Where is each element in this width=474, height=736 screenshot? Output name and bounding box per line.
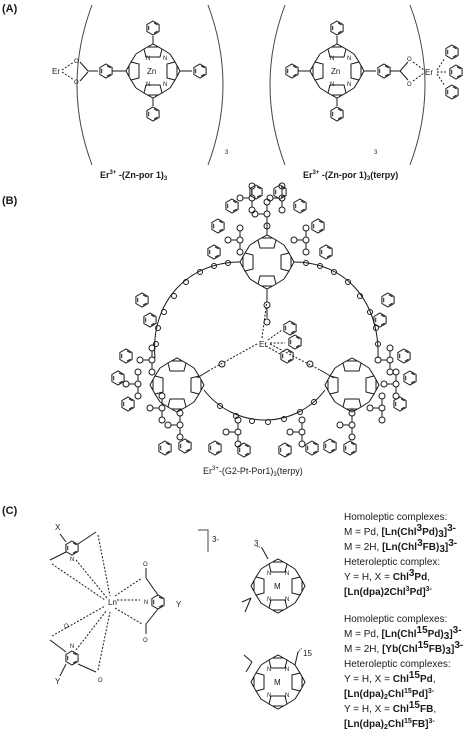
pyridine-n1: N [70, 557, 74, 563]
right-o1: O [407, 57, 412, 63]
terpy-ligand [436, 44, 463, 100]
left-caption: Er3+ -(Zn-por 1)3 [100, 170, 168, 182]
right-multiplier: 3 [374, 150, 378, 156]
right-paren-open [269, 4, 286, 166]
block1-line3: Y = H, X = Chl3Pd, [344, 568, 430, 583]
chlorin15-n2: N [285, 667, 289, 673]
panel-b-caption: Er3+-(G2-Pt-Por1)3(terpy) [203, 466, 303, 478]
top-porphyrin [239, 234, 295, 290]
panel-b-label: (B) [2, 195, 18, 207]
panel-c-text-block-1: Homoleptic complexes: M = Pd, [Ln(Chl3Pd… [344, 512, 457, 598]
carboxylate-o2: O [74, 80, 79, 86]
right-caption: Er3+ -(Zn-por 1)3(terpy) [303, 170, 398, 182]
block1-hetero-heading: Heteroleptic complex: [344, 557, 440, 568]
block1-line4: [Ln(dpa)2Chl3Pd]3- [344, 586, 433, 598]
x-label-top: X [55, 523, 61, 532]
panel-c-text-block-2: Homoleptic complexes: M = Pd, [Ln(Chl15P… [344, 614, 463, 731]
ln-atom: Ln [108, 598, 117, 607]
o-right-b: O [143, 638, 148, 644]
y-label-right: Y [176, 600, 182, 609]
block2-line4: [Ln(dpa)2Chl15Pd]3- [344, 688, 435, 701]
arm-beads [153, 260, 381, 425]
panel-b-er-atom: Er [259, 340, 267, 349]
carboxylate-o1: O [74, 59, 79, 65]
o-right-a: O [143, 562, 148, 568]
o-lower-a: O [64, 624, 69, 630]
chlorin3-m: M [274, 582, 281, 591]
chlorin15-n4: N [285, 693, 289, 699]
block1-line2: M = 2H, [Ln(Chl3FB)3]3- [344, 538, 457, 555]
right-zn-atom: Zn [331, 67, 340, 76]
block2-hetero-heading: Heteroleptic complexes: [344, 659, 451, 670]
panel-c-chlorin-15: M N N N N 15 [243, 647, 312, 710]
chlorin15-n3: N [267, 693, 271, 699]
left-n4: N [163, 82, 167, 88]
right-o2: O [407, 82, 412, 88]
panel-a-left-complex: 3 Er O O Zn N N N N Er3+ -(Zn-por 1)3 [52, 4, 229, 182]
block2-line5: Y = H, X = Chl15FB, [344, 700, 436, 715]
right-porphyrin [324, 357, 380, 413]
right-n3: N [330, 82, 334, 88]
block2-line3: Y = H, X = Chl15Pd, [344, 670, 436, 685]
left-n1: N [146, 56, 150, 62]
right-paren-close [409, 4, 426, 166]
charge-label: 3- [212, 535, 219, 544]
right-n2: N [347, 56, 351, 62]
charge-bracket [198, 529, 209, 552]
left-n3: N [146, 82, 150, 88]
block2-line1: M = Pd, [Ln(Chl15Pd)3]3- [344, 625, 462, 642]
left-er-atom: Er [52, 67, 60, 76]
chlorin3-n4: N [285, 597, 289, 603]
left-multiplier: 3 [225, 150, 229, 156]
chlorin15-n1: N [267, 667, 271, 673]
panel-a-right-complex: 3 Zn N N N N O O Er Er3+ -(Zn-por 1 [269, 4, 463, 182]
left-zn-atom: Zn [147, 67, 156, 76]
y-label-bottom: Y [55, 677, 61, 686]
chlorin3-n1: N [267, 571, 271, 577]
chlorin15-m: M [274, 678, 281, 687]
right-er-atom: Er [425, 68, 433, 77]
chlorin3-n3: N [267, 597, 271, 603]
chlorin15-pos: 15 [303, 649, 312, 658]
panel-a-label: (A) [2, 3, 18, 15]
block2-line6: [Ln(dpa)2Chl15FB]3- [344, 718, 435, 731]
left-n2: N [163, 56, 167, 62]
o-lower-b: O [98, 678, 103, 684]
pyridine-n2: N [70, 644, 74, 650]
panel-c-ln-complex: 3- Ln N X N Y O O N Y O O [49, 523, 219, 686]
left-paren-close [207, 4, 224, 166]
left-paren-open [76, 4, 93, 166]
panel-b-dendrimer: Er [111, 182, 417, 478]
block2-line2: M = 2H, [Yb(Chl15FB)3]3- [344, 640, 463, 657]
chlorin3-pos: 3 [254, 539, 259, 548]
panel-c-label: (C) [2, 505, 18, 517]
panel-c-chlorin-3: M N N N N 3 [241, 539, 306, 614]
block1-line1: M = Pd, [Ln(Chl3Pd)3]3- [344, 523, 456, 540]
pyridine-n3: N [144, 600, 148, 606]
block2-heading: Homoleptic complexes: [344, 614, 447, 625]
block1-heading: Homoleptic complexes: [344, 512, 447, 523]
right-n4: N [347, 82, 351, 88]
left-porphyrin [149, 357, 205, 413]
outer-dendrons [111, 182, 417, 458]
right-n1: N [330, 56, 334, 62]
chlorin3-n2: N [285, 571, 289, 577]
